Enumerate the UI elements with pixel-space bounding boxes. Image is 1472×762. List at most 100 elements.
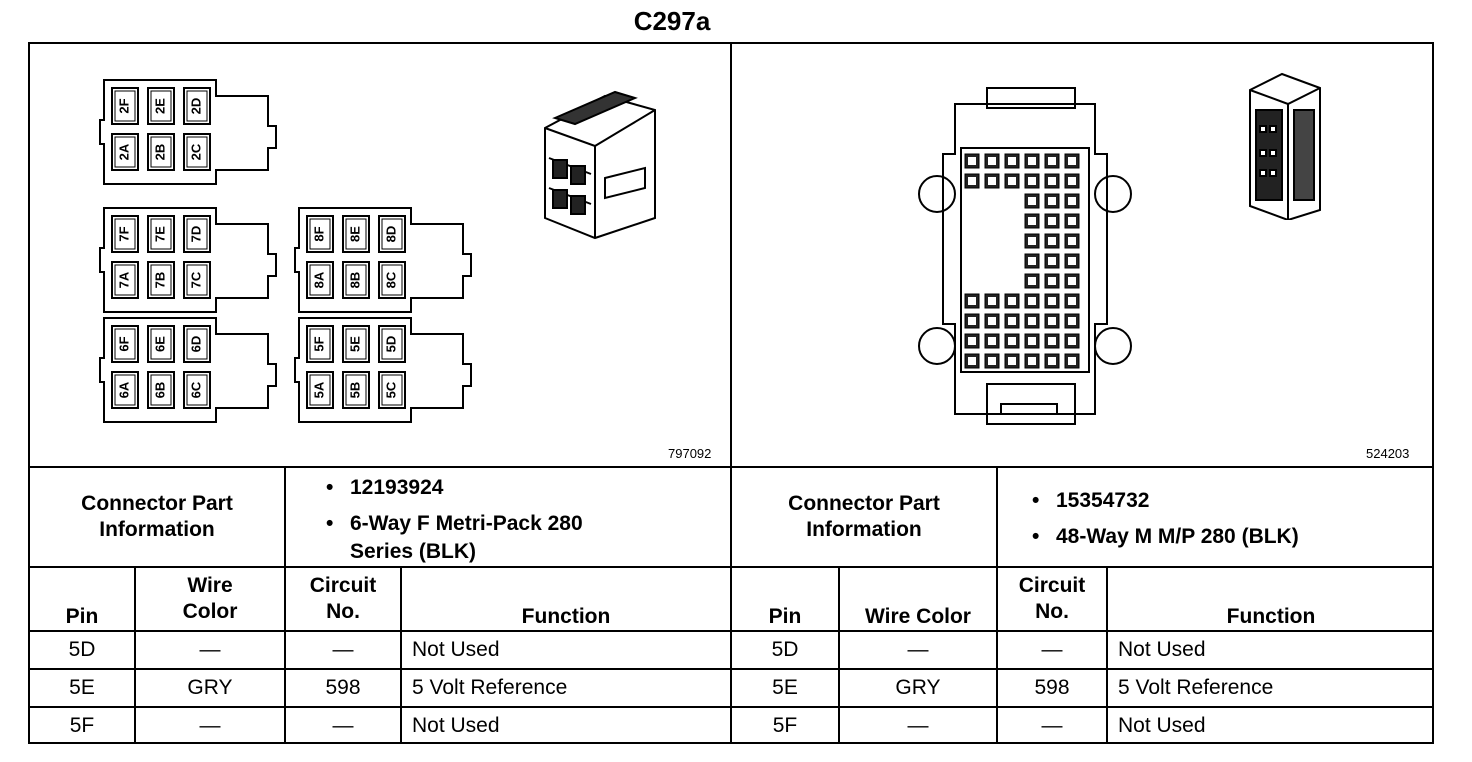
connector-outline [99, 79, 277, 185]
pin-cavity-inner [381, 374, 403, 406]
left-separator-2 [134, 566, 136, 744]
wire-color-cell: — [199, 714, 221, 737]
function-cell: Not Used [1118, 714, 1206, 737]
pin-cavity-inner [1068, 337, 1076, 345]
pin-cavity [306, 261, 334, 299]
pin-cavity-inner [1048, 257, 1056, 265]
pin-cavity-inner [1048, 277, 1056, 285]
pin-cavity-inner [1068, 277, 1076, 285]
bottom-latch-slot [1000, 403, 1058, 415]
pin-label: 7B [152, 272, 167, 289]
pin-label: 2B [152, 144, 167, 161]
pin-cavity-inner [1028, 277, 1036, 285]
pin-cavity-inner [1048, 197, 1056, 205]
left-connector-isometric-illustration [544, 90, 656, 240]
pin-cavity-inner [1028, 177, 1036, 185]
left-separator-3 [400, 566, 402, 744]
pin-cavity-inner [1008, 157, 1016, 165]
function-cell: Not Used [412, 638, 500, 661]
right-header-circuit-no: Circuit No. [1018, 574, 1086, 623]
pin-cavity [183, 325, 211, 363]
pin-cavity [183, 215, 211, 253]
pin-cavity-inner [1028, 237, 1036, 245]
pin-label: 5F [311, 336, 326, 351]
pin-cavity-inner [309, 328, 331, 360]
pin-cavity-inner [1008, 357, 1016, 365]
pin-cavity [378, 261, 406, 299]
pin-cavity-inner [1028, 157, 1036, 165]
pin-cavity-inner [1068, 357, 1076, 365]
pin-cavity-inner [186, 374, 208, 406]
pin-cavity [111, 371, 139, 409]
pin-cavity-inner [1028, 297, 1036, 305]
function-cell: 5 Volt Reference [1118, 676, 1274, 699]
pin-cavity-inner [1048, 337, 1056, 345]
connector-body [942, 103, 1108, 415]
pin-label: 6C [188, 381, 203, 398]
pin-cavity-inner [1048, 297, 1056, 305]
pin-cavity-inner [186, 218, 208, 250]
pin-cavity [183, 261, 211, 299]
pin-cavity-inner [114, 264, 136, 296]
pin-cavity-inner [309, 218, 331, 250]
connector-outline [99, 207, 277, 313]
pin-cavity-inner [1068, 257, 1076, 265]
right-header-pin: Pin [768, 605, 802, 628]
pin-cavity-inner [1028, 317, 1036, 325]
pin-cavity-inner [1048, 217, 1056, 225]
pin-label: 6F [116, 336, 131, 351]
pin-cavity [306, 325, 334, 363]
pin-cavity-inner [150, 328, 172, 360]
left-table-row: 5F — — Not Used [0, 708, 740, 744]
top-latch [986, 87, 1076, 109]
pin-cavity-inner [186, 264, 208, 296]
pin-cavity-inner [1028, 257, 1036, 265]
pin-cavity [111, 215, 139, 253]
right-table-row: 5E GRY 598 5 Volt Reference [0, 670, 1440, 706]
left-part-info: 12193924 6-Way F Metri-Pack 280 Series (… [326, 474, 716, 566]
function-cell: Not Used [412, 714, 500, 737]
pin-cavity [183, 371, 211, 409]
pin-cavity [306, 215, 334, 253]
pin-label: 8B [347, 272, 362, 289]
pin-label: 7D [188, 226, 203, 243]
connector-outline [294, 317, 472, 423]
circuit-cell: 598 [325, 676, 361, 699]
mounting-ear [918, 175, 956, 213]
mounting-ear [1094, 327, 1132, 365]
cavity-field [960, 147, 1090, 373]
pin-label: 7E [152, 226, 167, 242]
pin-cavity [183, 87, 211, 125]
pin-cavity-inner [309, 264, 331, 296]
right-separator-1 [996, 466, 998, 744]
pin-cavity-inner [381, 328, 403, 360]
pin-label: 2C [188, 143, 203, 160]
left-part-info-label: Connector Part Information [81, 492, 233, 541]
pin-cavity [111, 133, 139, 171]
pin-cavity-inner [988, 297, 996, 305]
pin-cavity [147, 87, 175, 125]
pin-cavity-inner [988, 177, 996, 185]
pin-label: 8E [347, 226, 362, 242]
pin-cavity-inner [345, 328, 367, 360]
mounting-ear [918, 327, 956, 365]
pin-cavity [147, 371, 175, 409]
pin-cavity-inner [114, 328, 136, 360]
pin-cavity-inner [114, 136, 136, 168]
pin-cavity-inner [114, 218, 136, 250]
left-header-pin: Pin [65, 605, 99, 628]
pin-label: 6B [152, 382, 167, 399]
pin-label: 5C [383, 381, 398, 398]
pin-cavity-inner [1068, 317, 1076, 325]
pin-cavity-inner [1048, 237, 1056, 245]
pin-cavity [342, 325, 370, 363]
wire-color-cell: — [907, 714, 929, 737]
pin-cell: 5F [772, 714, 798, 737]
right-header-function: Function [1226, 605, 1316, 628]
pin-cavity-inner [1068, 157, 1076, 165]
right-table-row: 5D — — Not Used [0, 632, 1440, 668]
circuit-cell: — [332, 638, 354, 661]
pin-cavity-inner [186, 328, 208, 360]
bottom-latch [986, 383, 1076, 425]
